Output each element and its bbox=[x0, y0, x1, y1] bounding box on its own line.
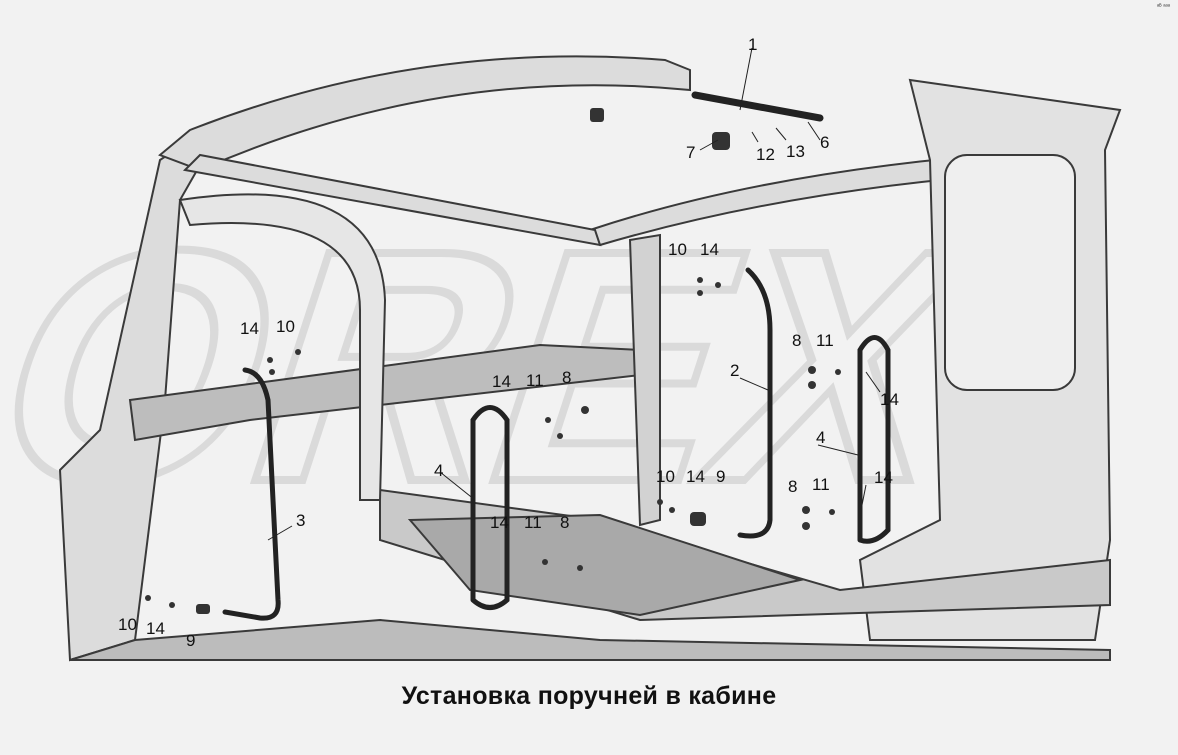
callout-10: 10 bbox=[656, 467, 675, 486]
callout-8: 8 bbox=[562, 368, 571, 387]
callout-1: 1 bbox=[748, 35, 757, 54]
callout-13: 13 bbox=[786, 142, 805, 161]
handrails bbox=[222, 91, 891, 621]
callout-14: 14 bbox=[880, 390, 899, 409]
callout-10: 10 bbox=[118, 615, 137, 634]
callout-11: 11 bbox=[524, 513, 542, 532]
callout-8: 8 bbox=[788, 477, 797, 496]
handrail-4-left bbox=[470, 405, 510, 610]
fasteners bbox=[145, 108, 841, 614]
handrail-1 bbox=[691, 91, 824, 122]
callout-10: 10 bbox=[276, 317, 295, 336]
cab-drawing: OREX bbox=[0, 35, 1122, 662]
callouts: 1 6 13 12 7 10 14 14 10 2 8 11 14 4 14 1… bbox=[118, 35, 899, 650]
callout-9: 9 bbox=[186, 631, 195, 650]
callout-14: 14 bbox=[686, 467, 705, 486]
handrail-4-right bbox=[857, 335, 891, 544]
callout-8: 8 bbox=[560, 513, 569, 532]
callout-11: 11 bbox=[816, 331, 834, 350]
callout-7: 7 bbox=[686, 143, 695, 162]
callout-4: 4 bbox=[816, 428, 825, 447]
callout-6: 6 bbox=[820, 133, 829, 152]
callout-14: 14 bbox=[146, 619, 165, 638]
callout-11: 11 bbox=[526, 371, 544, 390]
callout-14: 14 bbox=[700, 240, 719, 259]
callout-8: 8 bbox=[792, 331, 801, 350]
callout-11: 11 bbox=[812, 475, 830, 494]
leader-lines bbox=[267, 47, 881, 541]
callout-4: 4 bbox=[434, 461, 443, 480]
handrail-3 bbox=[222, 367, 281, 621]
callout-3: 3 bbox=[296, 511, 305, 530]
callout-12: 12 bbox=[756, 145, 775, 164]
corner-mark: ᵃᴮ ᵃᵃᵃ bbox=[1156, 4, 1170, 10]
callout-9: 9 bbox=[716, 467, 725, 486]
callout-14: 14 bbox=[874, 468, 893, 487]
callout-14: 14 bbox=[492, 372, 511, 391]
callout-14: 14 bbox=[490, 513, 509, 532]
callout-14: 14 bbox=[240, 319, 259, 338]
handrail-2 bbox=[737, 267, 773, 539]
callout-2: 2 bbox=[730, 361, 739, 380]
diagram-caption: Установка поручней в кабине bbox=[401, 682, 777, 710]
callout-10: 10 bbox=[668, 240, 687, 259]
